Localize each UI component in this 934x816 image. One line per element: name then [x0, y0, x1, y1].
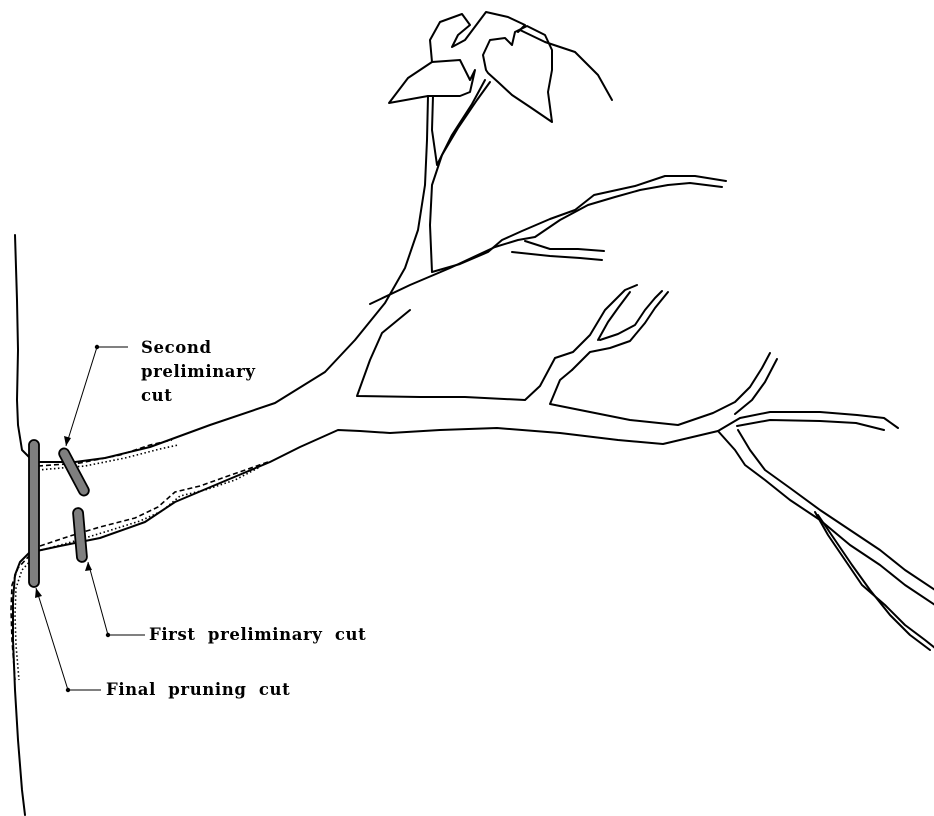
second-preliminary-cut-label: Second preliminary cut — [141, 336, 256, 408]
final-pruning-cut-marker — [29, 440, 39, 587]
leaf-left — [389, 60, 475, 103]
first-cut-arrow — [85, 562, 92, 571]
second-preliminary-cut-marker — [57, 447, 90, 498]
final-cut-leader-dot — [66, 688, 70, 692]
second-cut-label-line3: cut — [141, 384, 256, 408]
branch-right-upper-b — [737, 420, 884, 430]
final-pruning-cut-label: Final pruning cut — [106, 678, 290, 702]
first-cut-leader-dot — [106, 633, 110, 637]
branch-right-lower — [718, 431, 934, 605]
twig-upper — [525, 241, 604, 251]
first-preliminary-cut-marker — [73, 508, 88, 563]
branch-right-fork-b — [818, 515, 930, 650]
twig-right-up — [735, 359, 777, 414]
branch-right-lower-b — [738, 430, 934, 590]
branch-mid-lower — [550, 353, 770, 425]
second-cut-arrow — [64, 436, 71, 446]
branch-right-fork — [815, 512, 934, 648]
shoot-right — [430, 82, 490, 272]
final-cut-arrow — [35, 588, 42, 598]
second-cut-label-line2: preliminary — [141, 360, 256, 384]
shoot-inner — [432, 80, 485, 165]
branch-mid-loop — [357, 285, 637, 400]
second-cut-label-line1: Second — [141, 336, 256, 360]
leaf-right — [520, 30, 612, 100]
first-preliminary-cut-label: First preliminary cut — [149, 623, 366, 647]
twig-mid-a — [598, 292, 630, 340]
branch-lower-edge — [32, 428, 718, 552]
twig-upper-b — [512, 252, 602, 260]
tree-trunk — [15, 235, 30, 458]
final-cut-leader — [36, 588, 101, 690]
leaf-back — [430, 12, 525, 62]
second-cut-leader-dot — [95, 345, 99, 349]
twig-mid-b — [600, 291, 662, 340]
first-cut-leader — [88, 562, 145, 635]
second-cut-leader — [66, 347, 128, 446]
